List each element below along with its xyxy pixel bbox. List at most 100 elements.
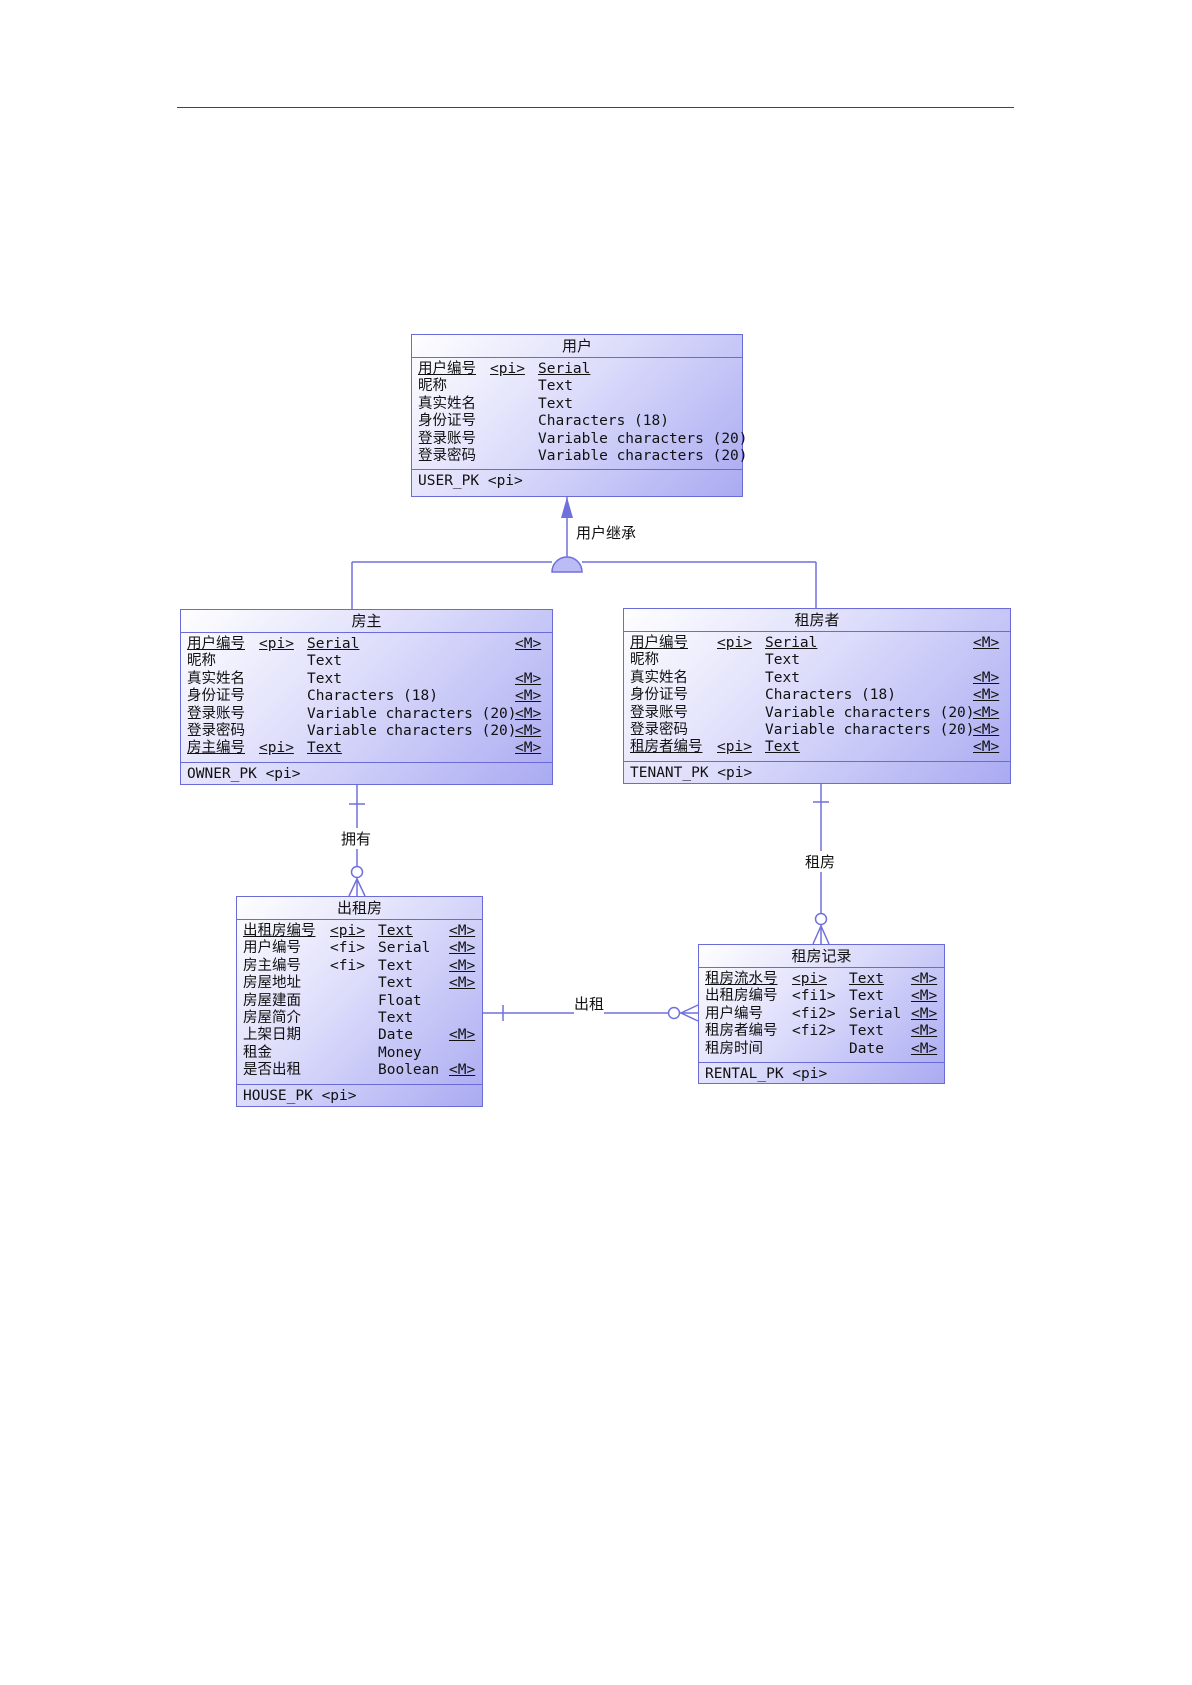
attribute-type: Characters (18) xyxy=(765,687,896,704)
entity-house[interactable]: 出租房 出租房编号<pi>Text<M>用户编号<fi>Serial<M>房主编… xyxy=(236,896,483,1107)
attribute-name: 真实姓名 xyxy=(630,669,688,686)
entity-title: 用户 xyxy=(412,335,742,358)
attribute-type: Variable characters (20) xyxy=(307,705,517,722)
attribute-row: 身份证号 Characters (18) <M> xyxy=(187,688,546,705)
attribute-name: 登录账号 xyxy=(418,430,476,447)
label-inheritance: 用户继承 xyxy=(576,522,637,543)
attribute-type: Date xyxy=(378,1027,413,1044)
attribute-type: Float xyxy=(378,992,422,1009)
attribute-type: Text xyxy=(765,669,800,686)
attribute-mandatory: <M> xyxy=(515,705,542,722)
attribute-name: 登录账号 xyxy=(187,705,245,722)
attribute-row: 登录账号 Variable characters (20) xyxy=(418,430,748,448)
attribute-name: 用户编号 xyxy=(630,635,688,651)
attribute-type: Variable characters (20) xyxy=(538,430,748,447)
attribute-mandatory: <M> xyxy=(449,1027,476,1044)
attribute-name: 登录密码 xyxy=(418,447,476,464)
attribute-row: 租房者编号 <fi2> Text <M> xyxy=(705,1023,938,1040)
attribute-type: Text xyxy=(849,971,884,987)
inheritance-arrowhead xyxy=(561,497,573,518)
attribute-key: <pi> xyxy=(259,740,294,757)
attribute-name: 租金 xyxy=(243,1044,272,1061)
attribute-type: Serial xyxy=(307,636,360,652)
entity-rental[interactable]: 租房记录 租房流水号<pi>Text<M>出租房编号<fi1>Text<M>用户… xyxy=(698,944,945,1084)
attribute-row: 用户编号<fi2>Serial<M> xyxy=(705,1006,938,1023)
attribute-type: Characters (18) xyxy=(307,688,438,705)
attribute-name: 房屋地址 xyxy=(243,975,301,992)
attribute-type: Text xyxy=(378,975,413,992)
attribute-type: Text xyxy=(849,1023,884,1040)
entity-title: 房主 xyxy=(181,610,552,633)
attribute-name: 用户编号 xyxy=(187,636,245,652)
attribute-mandatory: <M> xyxy=(973,669,1000,686)
attribute-name: 登录密码 xyxy=(630,721,688,738)
owns-crowfoot-right xyxy=(356,878,366,897)
attribute-row: 上架日期 Date <M> xyxy=(243,1027,476,1044)
attribute-row: 用户编号<fi>Serial<M> xyxy=(243,940,476,957)
attribute-type: Boolean xyxy=(378,1062,440,1079)
attribute-type: Text xyxy=(765,652,800,669)
lease-crowfoot-bottom xyxy=(680,1012,699,1022)
attribute-type: Serial xyxy=(849,1005,902,1022)
owns-crowfoot-left xyxy=(348,878,358,897)
attribute-name: 身份证号 xyxy=(187,688,245,705)
attribute-row: 用户编号<pi>Serial xyxy=(418,361,736,378)
attribute-type: Text xyxy=(307,740,342,757)
attribute-type: Serial xyxy=(765,635,818,651)
attribute-list: 租房流水号<pi>Text<M>出租房编号<fi1>Text<M>用户编号<fi… xyxy=(699,968,944,1063)
entity-title: 出租房 xyxy=(237,897,482,920)
attribute-name: 租房者编号 xyxy=(630,739,703,756)
attribute-type: Text xyxy=(538,395,573,412)
attribute-type: Text xyxy=(307,653,342,670)
attribute-row: 出租房编号<fi1>Text<M> xyxy=(705,988,938,1005)
attribute-type: Text xyxy=(378,923,413,939)
attribute-key: <pi> xyxy=(330,923,365,939)
rents-optional-circle xyxy=(814,912,828,926)
attribute-name: 真实姓名 xyxy=(187,670,245,687)
attribute-mandatory: <M> xyxy=(449,940,476,957)
attribute-key: <pi> xyxy=(792,971,827,987)
attribute-mandatory: <M> xyxy=(973,721,1000,738)
attribute-key: <pi> xyxy=(717,739,752,756)
attribute-type: Variable characters (20) xyxy=(765,704,975,721)
attribute-row: 租房者编号<pi>Text<M> xyxy=(630,739,1004,756)
attribute-mandatory: <M> xyxy=(449,975,476,992)
attribute-mandatory: <M> xyxy=(515,670,542,687)
lease-optional-circle xyxy=(667,1006,681,1020)
attribute-type: Characters (18) xyxy=(538,413,669,430)
attribute-type: Variable characters (20) xyxy=(765,721,975,738)
attribute-name: 租房者编号 xyxy=(705,1023,778,1040)
attribute-key: <fi> xyxy=(330,940,365,957)
entity-keys: OWNER_PK <pi> xyxy=(187,765,301,782)
attribute-type: Text xyxy=(538,378,573,395)
attribute-row: 用户编号<pi>Serial<M> xyxy=(630,635,1004,652)
attribute-mandatory: <M> xyxy=(911,1005,938,1022)
attribute-row: 真实姓名 Text <M> xyxy=(630,670,1004,687)
attribute-mandatory: <M> xyxy=(911,1023,938,1040)
attribute-mandatory: <M> xyxy=(449,923,476,939)
attribute-list: 出租房编号<pi>Text<M>用户编号<fi>Serial<M>房主编号<fi… xyxy=(237,920,482,1085)
attribute-row: 用户编号<pi>Serial<M> xyxy=(187,636,546,653)
attribute-name: 登录密码 xyxy=(187,722,245,739)
attribute-key: <fi2> xyxy=(792,1023,836,1040)
attribute-type: Text xyxy=(378,957,413,974)
entity-title: 租房记录 xyxy=(699,945,944,968)
attribute-mandatory: <M> xyxy=(515,722,542,739)
attribute-name: 昵称 xyxy=(418,378,447,395)
attribute-row: 租房流水号<pi>Text<M> xyxy=(705,971,938,988)
attribute-name: 上架日期 xyxy=(243,1027,301,1044)
attribute-row: 登录账号 Variable characters (20)<M> xyxy=(187,706,546,723)
attribute-mandatory: <M> xyxy=(911,988,938,1005)
attribute-mandatory: <M> xyxy=(515,688,542,705)
